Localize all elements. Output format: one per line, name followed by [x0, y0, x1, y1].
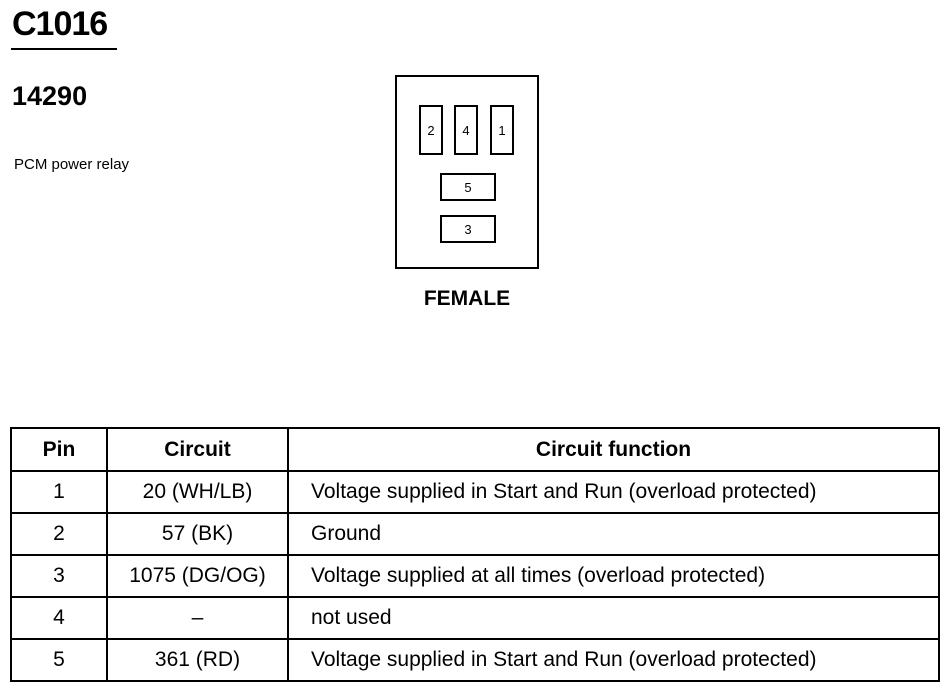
cell-function: Ground: [287, 512, 940, 556]
connector-description: PCM power relay: [14, 156, 130, 173]
table-row: 3 1075 (DG/OG) Voltage supplied at all t…: [10, 554, 940, 598]
table-row: 2 57 (BK) Ground: [10, 512, 940, 556]
connector-id: C1016: [12, 5, 108, 43]
cell-function: not used: [287, 596, 940, 640]
pin-cavity-1: 1: [490, 105, 514, 155]
cell-circuit: 1075 (DG/OG): [106, 554, 289, 598]
cell-circuit: –: [106, 596, 289, 640]
part-number: 14290: [12, 81, 88, 111]
cell-function: Voltage supplied in Start and Run (overl…: [287, 638, 940, 682]
header-circuit: Circuit: [106, 427, 289, 472]
cell-circuit: 20 (WH/LB): [106, 470, 289, 514]
pinout-table: Pin Circuit Circuit function 1 20 (WH/LB…: [10, 427, 940, 682]
cell-pin: 5: [10, 638, 108, 682]
header-pin: Pin: [10, 427, 108, 472]
pin-cavity-5: 5: [440, 173, 496, 201]
cell-pin: 1: [10, 470, 108, 514]
pin-cavity-3: 3: [440, 215, 496, 243]
cell-circuit: 57 (BK): [106, 512, 289, 556]
connector-id-underline: [11, 48, 117, 50]
table-row: 5 361 (RD) Voltage supplied in Start and…: [10, 638, 940, 682]
header-circuit-function: Circuit function: [287, 427, 940, 472]
pin-cavity-2: 2: [419, 105, 443, 155]
cell-pin: 3: [10, 554, 108, 598]
cell-circuit: 361 (RD): [106, 638, 289, 682]
cell-pin: 4: [10, 596, 108, 640]
connector-face-diagram: 2 4 1 5 3: [395, 75, 539, 269]
cell-function: Voltage supplied in Start and Run (overl…: [287, 470, 940, 514]
connector-gender-label: FEMALE: [423, 287, 511, 310]
pin-cavity-4: 4: [454, 105, 478, 155]
table-row: 1 20 (WH/LB) Voltage supplied in Start a…: [10, 470, 940, 514]
table-row: 4 – not used: [10, 596, 940, 640]
cell-pin: 2: [10, 512, 108, 556]
cell-function: Voltage supplied at all times (overload …: [287, 554, 940, 598]
table-header-row: Pin Circuit Circuit function: [10, 427, 940, 472]
